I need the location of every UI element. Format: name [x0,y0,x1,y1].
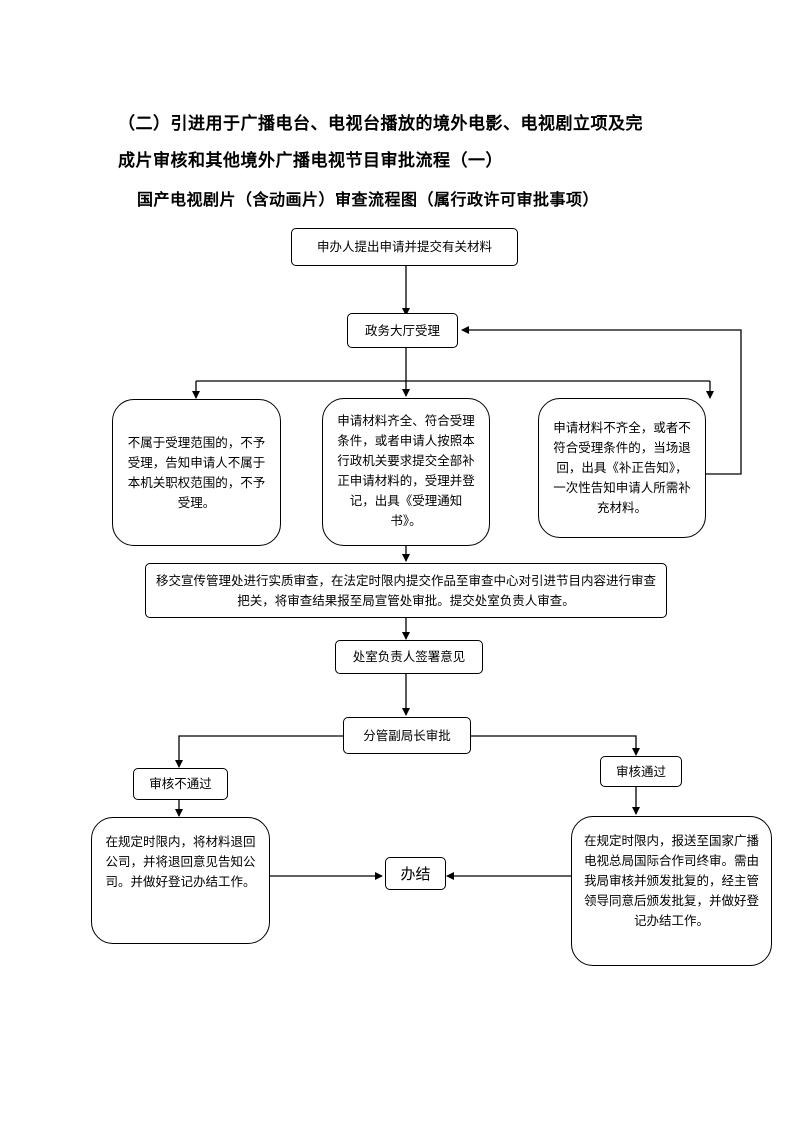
hall-accept-box: 政务大厅受理 [347,313,458,348]
subtitle: 国产电视剧片（含动画片）审查流程图（属行政许可审批事项） [137,190,600,209]
line-deputy-to-pass [471,735,640,756]
fail-detail-box: 在规定时限内，将材料退回公司，并将退回意见告知公司。并做好登记办结工作。 [91,817,270,944]
transfer-review-box: 移交宣传管理处进行实质审查，在法定时限内提交作品至审查中心对引进节目内容进行审查… [145,563,667,618]
reject-box: 不属于受理范围的，不予受理，告知申请人不属于本机关职权范围的，不予受理。 [112,399,281,546]
heading-line-1: （二）引进用于广播电台、电视台播放的境外电影、电视剧立项及完 [118,114,643,134]
incomplete-box: 申请材料不齐全，或者不符合受理条件的，当场退回，出具《补正告知》，一次性告知申请… [538,398,706,538]
done-box: 办结 [385,857,446,890]
review-fail-box: 审核不通过 [133,768,228,800]
sign-opinion-box: 处室负责人签署意见 [335,640,483,674]
pass-detail-box: 在规定时限内，报送至国家广播电视总局国际合作司终审。需由我局审核并颁发批复的，经… [571,816,772,966]
heading-line-2: 成片审核和其他境外广播电视节目审批流程（一） [118,151,503,171]
loop-back-to-hall [461,326,742,475]
accept-box: 申请材料齐全、符合受理条件，或者申请人按照本行政机关要求提交全部补正申请材料的，… [322,398,490,546]
review-pass-box: 审核通过 [600,756,682,787]
apply-box: 申办人提出申请并提交有关材料 [291,228,518,266]
line-deputy-to-fail [175,735,343,768]
deputy-approval-box: 分管副局长审批 [343,717,471,754]
